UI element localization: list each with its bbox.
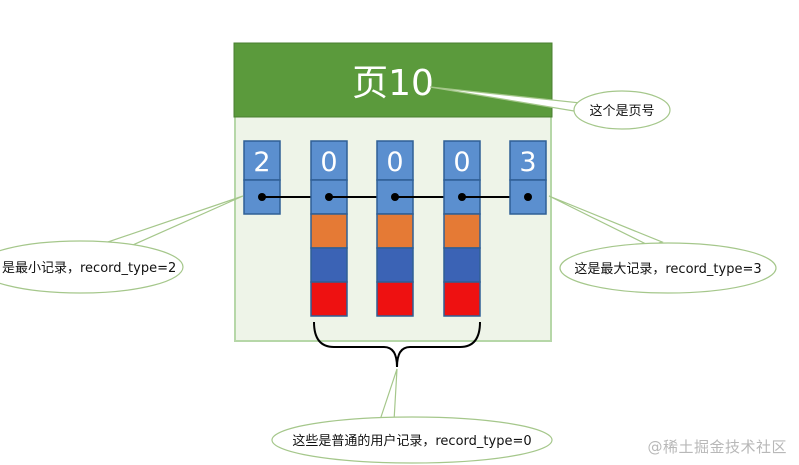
user-records-callout-pointer xyxy=(379,368,398,422)
record-data-field xyxy=(443,213,481,249)
record-data-field xyxy=(376,213,414,249)
record-data-field xyxy=(443,247,481,283)
next-pointer-dot xyxy=(524,193,532,201)
record-user-record: 0 xyxy=(310,140,348,317)
min-record-callout-bubble xyxy=(0,240,184,294)
user-records-callout-text: 这些是普通的用户记录，record_type=0 xyxy=(292,433,531,449)
record-user-record: 0 xyxy=(443,140,481,317)
record-header-cell xyxy=(310,140,348,181)
records: 2 0 0 0 3 xyxy=(243,140,547,317)
record-data-field xyxy=(443,281,481,317)
record-label: 3 xyxy=(519,147,536,178)
user-records-callout-bubble xyxy=(271,416,553,464)
page-number-callout-bubble xyxy=(573,90,671,130)
record-header-cell xyxy=(509,140,547,181)
page-header xyxy=(233,42,553,118)
max-record-callout-text: 这是最大记录，record_type=3 xyxy=(574,261,761,277)
record-label: 0 xyxy=(386,147,403,178)
watermark: @稀土掘金技术社区 xyxy=(647,438,787,456)
record-max-record: 3 xyxy=(509,140,547,215)
user-records-brace xyxy=(313,321,481,368)
record-label: 0 xyxy=(453,147,470,178)
max-record-callout-pointer xyxy=(548,195,664,247)
record-label: 2 xyxy=(253,147,270,178)
record-label: 0 xyxy=(320,147,337,178)
record-data-field xyxy=(310,281,348,317)
record-data-field xyxy=(310,247,348,283)
record-data-field xyxy=(376,247,414,283)
record-min-record: 2 xyxy=(243,140,281,215)
record-data-field xyxy=(376,281,414,317)
record-header-cell xyxy=(376,140,414,181)
record-header-cell xyxy=(443,140,481,181)
min-record-callout-text: 是最小记录，record_type=2 xyxy=(2,261,176,276)
record-user-record: 0 xyxy=(376,140,414,317)
record-data-field xyxy=(310,213,348,249)
page-number-callout-text: 这个是页号 xyxy=(589,103,654,119)
page-title: 页10 xyxy=(352,63,434,104)
max-record-callout-bubble xyxy=(559,242,777,294)
